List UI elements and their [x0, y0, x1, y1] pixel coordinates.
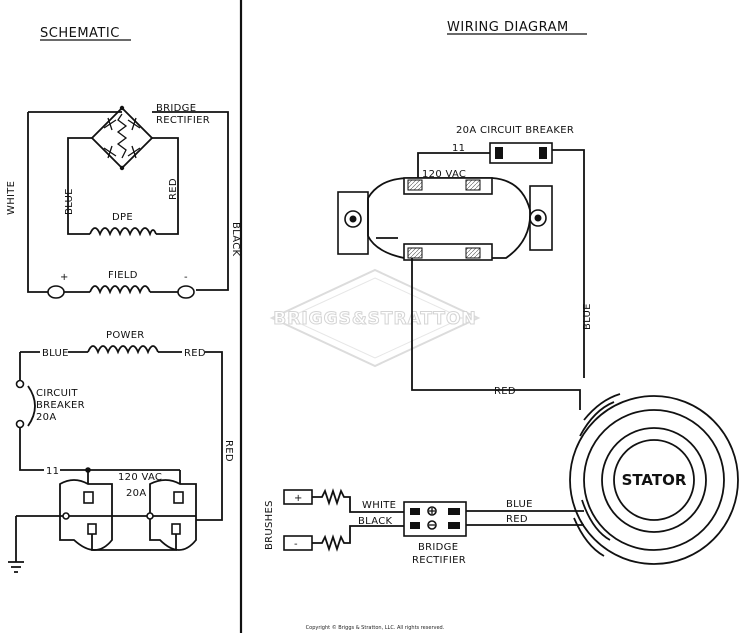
- schematic-outlet: 120 VAC 20A: [16, 467, 197, 551]
- schematic-cb-label-1: CIRCUIT: [36, 388, 78, 399]
- schematic-blue-wire: [67, 137, 92, 235]
- schematic-power-red-label: RED: [184, 348, 206, 359]
- wiring-circuit-breaker: 20A CIRCUIT BREAKER 11: [417, 125, 585, 378]
- schematic-dpe-coil: DPE: [89, 212, 157, 237]
- wiring-terminal-11: 11: [452, 143, 465, 154]
- wiring-blue-label: BLUE: [582, 303, 593, 330]
- wiring-rect-red-label: RED: [506, 514, 528, 525]
- wiring-red-label: RED: [494, 386, 516, 397]
- schematic-circuit-breaker: CIRCUIT BREAKER 20A 11: [15, 352, 85, 477]
- schematic-outlet-label-1: 120 VAC: [118, 472, 162, 483]
- wiring-title: WIRING DIAGRAM: [447, 20, 587, 35]
- wiring-title-text: WIRING DIAGRAM: [447, 20, 569, 35]
- schematic-power-blue-label: BLUE: [42, 348, 69, 359]
- wiring-outlet-label: 120 VAC: [422, 169, 466, 180]
- stator-label: STATOR: [622, 471, 687, 489]
- schematic-dpe-label: DPE: [112, 212, 133, 223]
- wiring-bridge-label-2: RECTIFIER: [412, 555, 466, 566]
- schematic-white-label: WHITE: [6, 181, 17, 215]
- schematic-terminal-11: 11: [46, 466, 59, 477]
- schematic-blue-label: BLUE: [64, 188, 75, 215]
- wiring-section: 20A CIRCUIT BREAKER 11 120 VAC: [264, 125, 739, 566]
- schematic-black-wire: [152, 111, 229, 291]
- schematic-red-label: RED: [168, 178, 179, 200]
- schematic-bridge-label-2: RECTIFIER: [156, 115, 210, 126]
- schematic-red-vertical-label: RED: [223, 440, 234, 462]
- schematic-cb-label-2: BREAKER: [36, 400, 85, 411]
- schematic-ground-icon: [8, 516, 24, 573]
- wiring-black-label: BLACK: [358, 516, 393, 527]
- schematic-field-minus: -: [184, 272, 188, 283]
- watermark-text: BRIGGS&STRATTON: [273, 309, 476, 329]
- schematic-bridge-rectifier: BRIDGE RECTIFIER: [90, 103, 210, 171]
- wiring-brushes: BRUSHES + - WHITE BLACK: [264, 488, 404, 552]
- schematic-section: BRIDGE RECTIFIER DPE WHITE BLUE RED BLAC…: [6, 103, 241, 573]
- wiring-brushes-label: BRUSHES: [264, 500, 275, 550]
- wiring-brush-minus: -: [294, 539, 298, 550]
- schematic-power-label: POWER: [106, 330, 145, 341]
- wiring-bridge-rectifier: BRIDGE RECTIFIER BLUE RED: [403, 499, 584, 566]
- schematic-field-coil: FIELD + -: [27, 270, 195, 299]
- schematic-outlet-label-2: 20A: [126, 488, 146, 499]
- wiring-bridge-label-1: BRIDGE: [418, 542, 458, 553]
- schematic-field-plus: +: [60, 272, 69, 283]
- schematic-cb-label-3: 20A: [36, 412, 56, 423]
- copyright-text: Copyright © Briggs & Stratton, LLC. All …: [306, 624, 445, 631]
- schematic-bridge-label-1: BRIDGE: [156, 103, 196, 114]
- wiring-red-wire: [411, 258, 581, 410]
- wiring-rect-blue-label: BLUE: [506, 499, 533, 510]
- schematic-red-wire: [152, 137, 179, 235]
- wiring-outlet: 120 VAC: [337, 169, 553, 261]
- schematic-power-coil: POWER BLUE RED: [20, 330, 223, 521]
- wiring-brush-plus: +: [294, 493, 303, 504]
- schematic-black-label: BLACK: [230, 222, 241, 257]
- schematic-title-text: SCHEMATIC: [40, 26, 120, 41]
- wiring-white-label: WHITE: [362, 500, 396, 511]
- schematic-title: SCHEMATIC: [40, 26, 131, 41]
- wiring-breaker-label: 20A CIRCUIT BREAKER: [456, 125, 574, 136]
- schematic-field-label: FIELD: [108, 270, 138, 281]
- stator: STATOR: [569, 393, 739, 565]
- watermark-logo: BRIGGS&STRATTON: [269, 268, 481, 368]
